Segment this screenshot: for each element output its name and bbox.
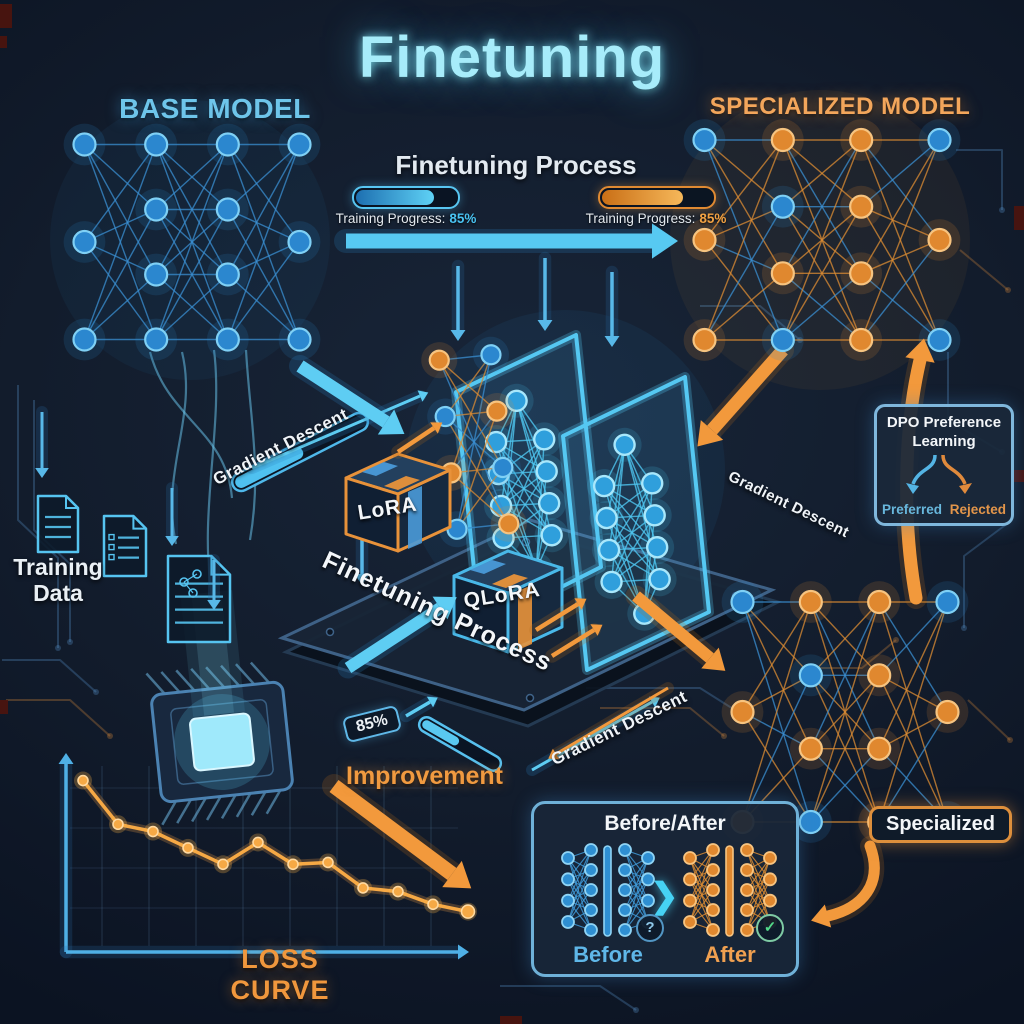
training-data-label: Training Data xyxy=(13,554,103,607)
corner-accent xyxy=(1014,206,1024,230)
qlora-stripe xyxy=(518,585,532,650)
after-label: After xyxy=(704,942,756,967)
data-stream xyxy=(244,349,257,541)
circuit-trace xyxy=(967,699,1013,743)
flow-arrow xyxy=(207,554,221,610)
improvement-label: Improvement xyxy=(346,762,503,790)
after-network-icon xyxy=(683,843,777,937)
flow-arrow xyxy=(165,482,179,546)
document-icon xyxy=(166,554,232,644)
flow-arrow xyxy=(537,251,553,331)
circuit-trace xyxy=(2,659,99,695)
training-progress-bar-blue xyxy=(352,186,460,209)
circuit-trace xyxy=(600,707,727,739)
dpo-preference-panel: DPO Preference Learning Preferred Reject… xyxy=(874,404,1014,526)
improvement-capsule xyxy=(417,716,503,772)
adapter-mini-network xyxy=(421,336,527,548)
loss-curve-label: LOSS CURVE xyxy=(230,944,330,1005)
before-network-icon xyxy=(561,843,655,937)
page-title: Finetuning xyxy=(358,25,666,90)
flow-arrow xyxy=(246,390,429,474)
rejected-label: Rejected xyxy=(949,501,1006,517)
progress-fill-blue xyxy=(356,190,434,205)
flow-arrow xyxy=(399,695,438,723)
circuit-trace xyxy=(961,519,1013,631)
specialized-model-label: SPECIALIZED MODEL xyxy=(709,93,971,120)
flow-arrow xyxy=(35,406,49,478)
base-to-core-arrow xyxy=(289,355,405,435)
chevron-right-icon: ❯ xyxy=(650,877,679,915)
data-stream xyxy=(148,351,234,499)
document-icon xyxy=(36,494,80,554)
progress-value: 85% xyxy=(449,211,477,226)
flow-arrow xyxy=(545,623,603,663)
preferred-label: Preferred xyxy=(882,501,943,517)
panel-network xyxy=(587,427,677,631)
corner-accent xyxy=(1014,470,1024,482)
base-model-network xyxy=(63,123,321,361)
flow-arrow xyxy=(604,265,620,347)
loss-curve-chart xyxy=(58,753,477,960)
specialized-down-arrow xyxy=(811,836,885,928)
after-network xyxy=(683,843,777,937)
circuit-trace xyxy=(500,985,639,1013)
before-after-panel: Before/After ❯ ? ✓ Before After xyxy=(531,801,799,977)
y-axis xyxy=(58,753,74,959)
cpu-chip-icon xyxy=(145,590,294,826)
circuit-trace xyxy=(806,637,899,669)
flow-arrow xyxy=(391,421,443,459)
circuit-trace xyxy=(956,149,1005,213)
glow xyxy=(670,90,970,390)
flow-arrow xyxy=(548,682,674,760)
corner-accent xyxy=(0,36,7,48)
question-badge-icon: ? xyxy=(636,914,664,942)
check-badge-icon: ✓ xyxy=(756,914,784,942)
circuit-trace xyxy=(6,699,113,739)
progress-text: Training Progress: xyxy=(585,211,696,226)
specialized-feedback-arrow xyxy=(697,339,794,447)
platform-arrow xyxy=(337,596,457,679)
progress-fill-orange xyxy=(602,190,684,205)
circuit-trace xyxy=(959,249,1011,293)
finetuning-process-title: Finetuning Process xyxy=(395,150,637,180)
core-to-candidate-arrow xyxy=(625,585,726,671)
corner-accent xyxy=(500,1016,522,1024)
before-network xyxy=(561,843,655,937)
training-progress-label-orange: Training Progress:85% xyxy=(576,211,736,226)
specialized-tag: Specialized xyxy=(869,806,1012,843)
base-model-label: BASE MODEL xyxy=(119,93,311,124)
before-label: Before xyxy=(573,942,643,967)
preference-split-arrows-icon xyxy=(906,454,972,494)
main-flow-arrow xyxy=(334,223,678,259)
training-progress-label-blue: Training Progress:85% xyxy=(326,211,486,226)
flow-arrow xyxy=(529,597,587,637)
x-axis xyxy=(59,944,469,960)
dpo-panel-title: DPO Preference Learning xyxy=(886,414,1002,450)
before-after-title: Before/After xyxy=(604,812,726,835)
training-progress-bar-orange xyxy=(598,186,716,209)
document-icon xyxy=(102,514,148,578)
corner-accent xyxy=(0,4,12,28)
progress-text: Training Progress: xyxy=(335,211,446,226)
progress-value: 85% xyxy=(699,211,727,226)
lora-stripe xyxy=(408,486,422,549)
flow-arrow xyxy=(450,259,466,341)
corner-accent xyxy=(0,700,8,714)
improvement-arrow xyxy=(322,774,472,889)
